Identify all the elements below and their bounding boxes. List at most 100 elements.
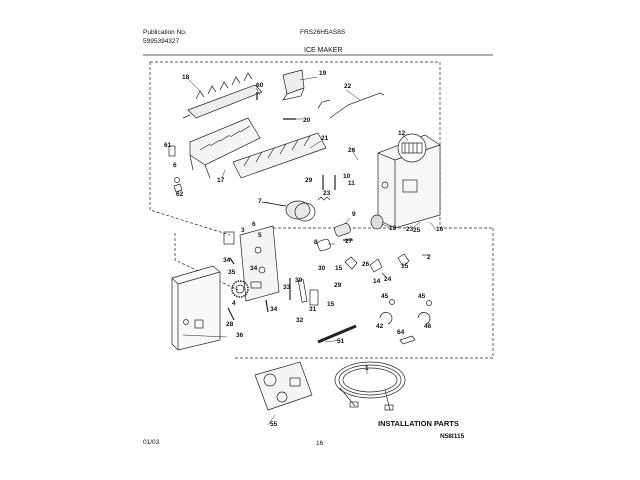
callout-62: 62 xyxy=(176,191,184,198)
callout-7: 7 xyxy=(258,198,262,205)
callout-26a: 26 xyxy=(348,147,356,154)
callout-42: 42 xyxy=(376,323,384,330)
callout-15c: 15 xyxy=(401,263,409,270)
screw-45b xyxy=(426,300,432,306)
callout-21: 21 xyxy=(321,135,329,142)
callout-34b: 34 xyxy=(270,306,278,313)
callouts: 18 19 60 22 20 21 17 61 6 62 12 26 10 11… xyxy=(164,70,444,428)
clamp-42 xyxy=(379,312,393,325)
part-32 xyxy=(297,279,308,303)
clamp-46 xyxy=(417,312,431,325)
installation-parts-label: INSTALLATION PARTS xyxy=(378,419,459,428)
control-housing xyxy=(377,134,441,229)
callout-27: 27 xyxy=(345,238,353,245)
callout-46: 46 xyxy=(424,323,432,330)
part-15b xyxy=(397,253,410,267)
callout-24: 24 xyxy=(384,276,392,283)
callout-20: 20 xyxy=(303,117,311,124)
part-61 xyxy=(168,145,176,157)
callout-35: 35 xyxy=(228,269,236,276)
part-62 xyxy=(173,183,183,193)
callout-51: 51 xyxy=(337,338,345,345)
callout-8: 8 xyxy=(314,239,318,246)
callout-2: 2 xyxy=(427,254,431,261)
callout-9: 9 xyxy=(352,211,356,218)
callout-16: 16 xyxy=(436,226,444,233)
callout-25a: 25 xyxy=(413,227,421,234)
callout-55: 55 xyxy=(270,421,278,428)
callout-45b: 45 xyxy=(418,293,426,300)
callout-19: 19 xyxy=(319,70,327,77)
ice-tray-21 xyxy=(232,132,327,179)
detail-12-circle xyxy=(397,133,427,163)
callout-14: 14 xyxy=(373,278,381,285)
part-8 xyxy=(317,238,331,252)
callout-15a: 15 xyxy=(335,265,343,272)
part-3 xyxy=(223,231,235,245)
callout-26b: 26 xyxy=(362,261,370,268)
part-14 xyxy=(369,258,383,273)
wire-22 xyxy=(329,92,385,119)
screw-34b xyxy=(229,257,235,265)
screw-45a xyxy=(389,299,395,305)
callout-10: 10 xyxy=(343,173,351,180)
callout-28: 28 xyxy=(226,321,234,328)
mounting-plate-5 xyxy=(239,225,280,302)
callout-60: 60 xyxy=(256,82,264,89)
gear-4 xyxy=(231,280,249,298)
footer-page: 16 xyxy=(316,440,324,447)
ice-mold-comb xyxy=(182,72,263,119)
callout-23a: 23 xyxy=(323,190,331,197)
screw-34a xyxy=(265,299,269,313)
callout-29a: 29 xyxy=(305,177,313,184)
callout-45a: 45 xyxy=(381,293,389,300)
part-64 xyxy=(399,335,416,345)
callout-5: 5 xyxy=(258,232,262,239)
callout-13: 13 xyxy=(389,225,397,232)
part-6-left xyxy=(174,177,180,183)
part-13 xyxy=(370,214,384,230)
model-number: FRS26H5AS8S xyxy=(300,29,346,36)
callout-34c: 34 xyxy=(250,265,258,272)
part-31 xyxy=(309,289,319,306)
callout-18: 18 xyxy=(182,74,190,81)
part-9 xyxy=(334,223,351,237)
callout-30a: 30 xyxy=(318,265,326,272)
part-15a xyxy=(344,256,358,270)
water-valve-55 xyxy=(254,361,313,411)
water-line-coil-1 xyxy=(334,361,406,411)
ice-mold-17 xyxy=(189,117,261,179)
connector-12 xyxy=(401,142,423,154)
callout-12: 12 xyxy=(398,130,406,137)
spring-29 xyxy=(317,196,331,201)
callout-6b: 6 xyxy=(252,221,256,228)
tube-51 xyxy=(317,324,357,344)
bracket-19 xyxy=(282,69,305,101)
leader-lines xyxy=(182,76,437,426)
callout-29b: 29 xyxy=(334,282,342,289)
callout-61: 61 xyxy=(164,142,172,149)
callout-23b: 23 xyxy=(406,226,414,233)
section-title: ICE MAKER xyxy=(304,47,343,54)
callout-30b: 30 xyxy=(295,277,303,284)
callout-22: 22 xyxy=(344,83,352,90)
callout-4: 4 xyxy=(232,300,236,307)
diagram-code: N58I115 xyxy=(440,433,465,440)
callout-1: 1 xyxy=(365,365,369,372)
callout-33: 33 xyxy=(283,284,291,291)
callout-31: 31 xyxy=(309,306,317,313)
callout-3: 3 xyxy=(241,227,245,234)
callout-36: 36 xyxy=(236,332,244,339)
part-24 xyxy=(381,272,387,278)
callout-64: 64 xyxy=(397,329,405,336)
footer-date: 01/03 xyxy=(143,439,160,446)
publication-label: Publication No. xyxy=(143,29,187,36)
publication-number: 5995394327 xyxy=(143,38,180,45)
callout-15b: 15 xyxy=(327,301,335,308)
callout-34a: 34 xyxy=(223,257,231,264)
wire-22b xyxy=(317,99,331,109)
callout-11: 11 xyxy=(348,180,355,187)
callout-32: 32 xyxy=(296,317,304,324)
callout-17: 17 xyxy=(217,177,225,184)
